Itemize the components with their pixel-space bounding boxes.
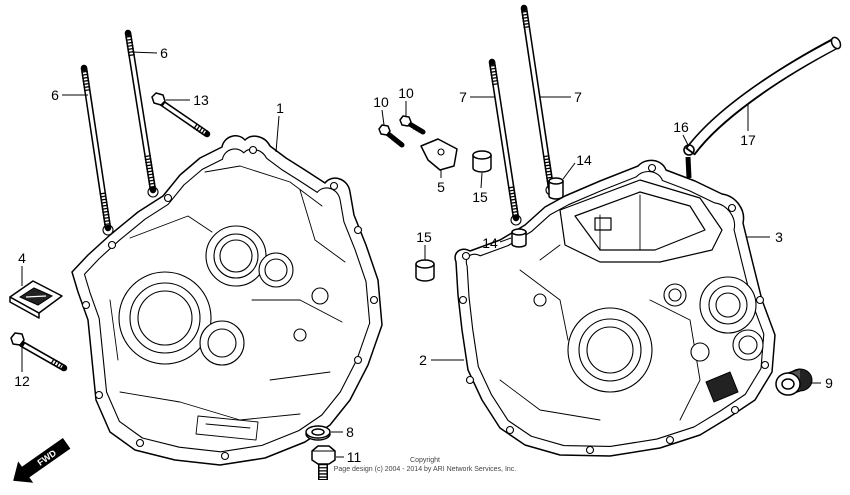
crankcase-left-gasket-face (83, 148, 371, 453)
crankcase-gasket-outline (465, 171, 765, 448)
crankshaft-bearing-boss-right (567, 307, 653, 393)
callouts: 6 6 13 1 4 12 10 10 5 15 7 7 14 16 17 3 … (14, 45, 833, 465)
callout-bolt-13[interactable]: 13 (193, 92, 209, 108)
crankcase-right-boss (594, 217, 612, 231)
bushing-15-lower (415, 259, 435, 282)
crankshaft-bearing-boss (118, 271, 212, 365)
callout-dowel-14-lower[interactable]: 14 (482, 235, 498, 251)
crankcase-left-oil-passage (195, 415, 259, 441)
shift-drum-boss (199, 320, 245, 366)
breather-hose-17 (685, 36, 842, 156)
callout-clamp-16[interactable]: 16 (673, 119, 689, 135)
callout-crankcase-1[interactable]: 1 (276, 100, 284, 116)
callout-dowel-14-upper[interactable]: 14 (576, 152, 592, 168)
callout-bolt-10-left[interactable]: 10 (373, 94, 389, 110)
callout-stud-7-left[interactable]: 7 (459, 89, 467, 105)
bolt-10-left (378, 124, 405, 148)
callout-bushing-15-lower[interactable]: 15 (416, 229, 432, 245)
crankcase-left-outline (71, 135, 383, 466)
dowel-14-lower (511, 228, 527, 248)
callout-bolt-12[interactable]: 12 (14, 373, 30, 389)
stud-7-left (488, 58, 520, 222)
callout-washer-8[interactable]: 8 (346, 424, 354, 440)
crankcase-left (71, 135, 383, 466)
callout-bolt-10-right[interactable]: 10 (398, 85, 414, 101)
shift-shaft-boss (732, 329, 764, 361)
callout-hose-17[interactable]: 17 (740, 132, 756, 148)
copyright-title: Copyright (410, 457, 440, 464)
callout-plate-5[interactable]: 5 (437, 179, 445, 195)
callout-crankcase-2[interactable]: 2 (419, 352, 427, 368)
countershaft-bearing-boss (258, 252, 294, 288)
leader-lines (21, 51, 821, 458)
stud-6-left (80, 64, 112, 232)
kickstarter-boss (663, 283, 687, 307)
callout-stud-6-left[interactable]: 6 (51, 87, 59, 103)
callout-gasket-3[interactable]: 3 (775, 229, 783, 245)
part-5-plate (420, 138, 458, 171)
crankcase-left-bolt-holes (81, 145, 379, 461)
callout-plate-4[interactable]: 4 (18, 250, 26, 266)
crankcase-right-ribs (499, 194, 701, 421)
hose-clamp-16 (683, 144, 695, 156)
callout-drain-bolt-11[interactable]: 11 (347, 449, 362, 465)
oil-seal-cap-9 (775, 368, 813, 396)
crankcase-left-ribs (109, 165, 346, 421)
bolt-13 (151, 92, 211, 138)
mainshaft-bearing-boss (205, 225, 267, 287)
part-4-plate (9, 280, 63, 319)
crankcase-right-hole (690, 342, 710, 362)
crankcase-left-hole (293, 328, 307, 342)
fwd-arrow-icon: FWD (13, 438, 71, 483)
breather-nipple (685, 156, 692, 179)
bolt-10-right (399, 115, 426, 135)
bolt-12 (10, 332, 68, 372)
bushing-15-upper (472, 150, 492, 173)
oil-strainer (705, 371, 739, 403)
countershaft-bearing-boss-right (699, 276, 757, 334)
callout-stud-7-right[interactable]: 7 (574, 89, 582, 105)
stud-6-right (124, 29, 157, 194)
copyright-notice: Page design (c) 2004 - 2014 by ARI Netwo… (334, 466, 517, 473)
callout-cap-9[interactable]: 9 (825, 375, 833, 391)
crankcase-right-hole (533, 293, 547, 307)
callout-bushing-15-upper[interactable]: 15 (472, 189, 488, 205)
washer-8 (305, 425, 331, 441)
callout-stud-6-right[interactable]: 6 (160, 45, 168, 61)
crankcase-left-hole (311, 287, 329, 305)
dowel-14-upper (548, 177, 564, 200)
crankcase-right (454, 156, 776, 457)
stud-7-right (520, 4, 555, 192)
drain-bolt-11 (311, 445, 336, 480)
